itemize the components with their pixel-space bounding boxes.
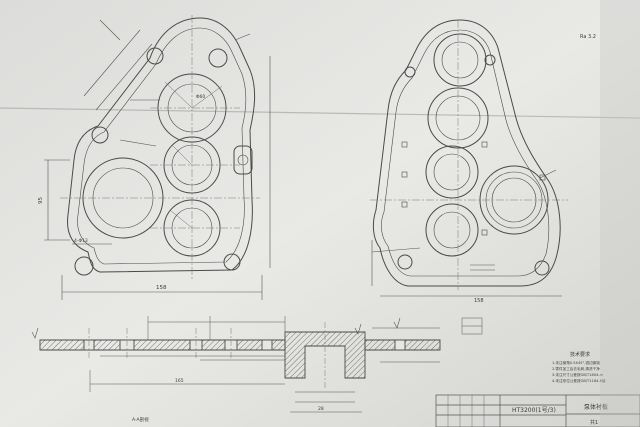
photo-shadow: [600, 0, 640, 427]
section-depth-dim: 28: [318, 406, 324, 412]
sheet-ref: 共1: [590, 419, 598, 426]
part-code: HT3200(1号/3): [512, 407, 556, 414]
left-width-dim: 158: [156, 285, 167, 291]
tech-req-3: 3.未注尺寸公差按GB/T1804-m: [552, 372, 604, 377]
right-width-dim: 158: [474, 298, 484, 304]
title-block: [435, 394, 640, 427]
left-hole-label: 4-Φ13: [74, 238, 88, 244]
paper-crease: [0, 107, 640, 119]
section-view-label: A-A剖视: [132, 416, 149, 423]
section-bottom-dim: 165: [175, 378, 184, 384]
tech-requirements-title: 技术要求: [570, 351, 590, 358]
right-plan-view: [370, 19, 568, 297]
left-bore-label: Φ60: [196, 94, 205, 100]
section-view: [31, 316, 483, 413]
right-roughness: Ra 3.2: [580, 34, 596, 40]
left-plan-view: [44, 15, 271, 300]
tech-requirements: 技术要求 1.未注倒角0.5X45°,锐边倒钝 2.零件加工后去毛刺,清洗干净 …: [552, 351, 606, 383]
title-block-name: 泵体衬板: [584, 403, 608, 411]
tech-req-1: 1.未注倒角0.5X45°,锐边倒钝: [552, 360, 600, 365]
tech-req-2: 2.零件加工后去毛刺,清洗干净: [552, 366, 600, 371]
left-height-dim: 95: [38, 197, 44, 204]
tech-req-4: 4.未注形位公差按GB/T1184-K级: [552, 378, 606, 383]
